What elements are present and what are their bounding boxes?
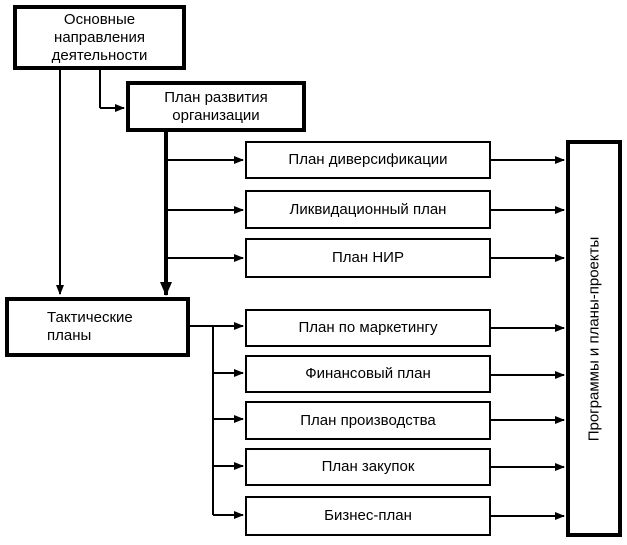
plan-liquidation-label: Ликвидационный план [289,200,447,218]
plan-rnd-box: План НИР [245,238,491,278]
plan-purchasing-box: План закупок [245,448,491,486]
programs-projects-label: Программы и планы-проекты [585,236,602,441]
plan-marketing-label: План по маркетингу [298,319,438,336]
plan-liquidation-box: Ликвидационный план [245,190,491,229]
development-plan-label: План развития организации [164,88,268,124]
main-directions-box: Основные направления деятельности [13,5,186,70]
plan-purchasing-label: План закупок [321,458,415,475]
plan-marketing-box: План по маркетингу [245,309,491,347]
plan-production-box: План производства [245,401,491,440]
programs-projects-box: Программы и планы-проекты [566,140,622,537]
tactical-plans-label: Тактические планы [47,309,133,344]
tactical-plans-box: Тактические планы [5,297,190,357]
plan-financial-label: Финансовый план [305,365,431,382]
main-directions-label: Основные направления деятельности [51,10,148,64]
plan-financial-box: Финансовый план [245,355,491,393]
plan-business-box: Бизнес-план [245,496,491,536]
plan-diversification-label: План диверсификации [288,151,448,168]
plan-diversification-box: План диверсификации [245,141,491,179]
plan-business-label: Бизнес-план [324,507,412,524]
plan-production-label: План производства [300,411,436,429]
plan-rnd-label: План НИР [332,249,404,266]
development-plan-box: План развития организации [126,81,306,132]
